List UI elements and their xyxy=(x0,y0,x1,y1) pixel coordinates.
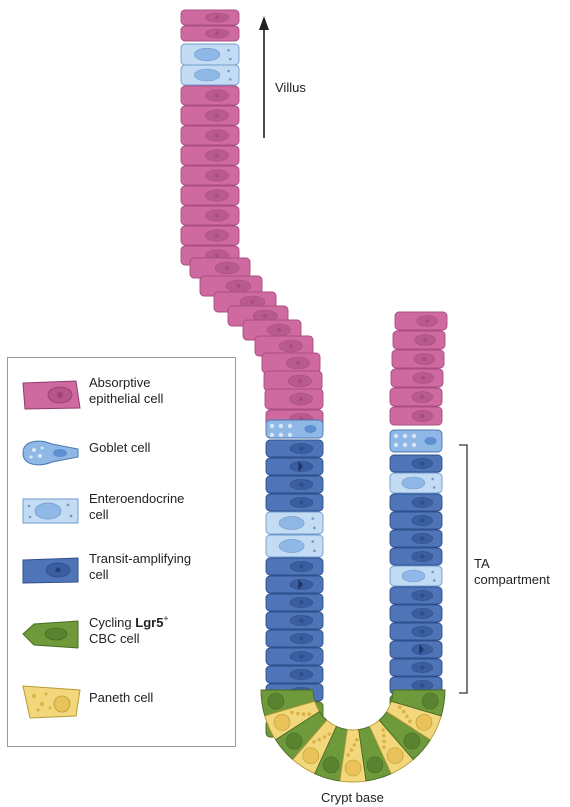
legend-label-goblet: Goblet cell xyxy=(89,440,234,456)
transit-amplifying-cell xyxy=(390,548,442,565)
transit-amplifying-cell xyxy=(266,440,323,457)
legend-item-absorptive: Absorptive epithelial cell xyxy=(8,372,235,424)
transit-amplifying-cell-icon xyxy=(20,554,82,588)
absorptive-cell xyxy=(264,371,322,391)
crypt-base-label: Crypt base xyxy=(321,790,384,806)
enteroendocrine-cell xyxy=(181,65,239,85)
absorptive-cell xyxy=(181,166,239,185)
absorptive-cell xyxy=(181,126,239,145)
absorptive-cell xyxy=(181,206,239,225)
transit-amplifying-cell xyxy=(390,530,442,547)
transit-amplifying-cell xyxy=(390,659,442,676)
legend-item-enteroendocrine: Enteroendocrine cell xyxy=(8,488,235,540)
enteroendocrine-cell xyxy=(266,512,323,534)
transit-amplifying-cell xyxy=(266,494,323,511)
absorptive-cell xyxy=(262,353,320,373)
enteroendocrine-cell xyxy=(390,473,442,493)
absorptive-cell xyxy=(391,369,443,387)
transit-amplifying-cell xyxy=(390,605,442,622)
goblet-cell xyxy=(390,430,442,452)
legend-label-cbc-2: CBC cell xyxy=(89,631,234,647)
ta-label-line1: TA xyxy=(474,556,490,572)
legend-item-goblet: Goblet cell xyxy=(8,430,235,482)
legend-label-paneth: Paneth cell xyxy=(89,690,234,706)
absorptive-cell xyxy=(390,407,442,425)
transit-amplifying-cell xyxy=(390,587,442,604)
ta-bracket xyxy=(459,445,467,693)
absorptive-cell xyxy=(181,86,239,105)
absorptive-cell xyxy=(181,26,239,41)
absorptive-cell xyxy=(181,10,239,25)
transit-amplifying-cell xyxy=(266,630,323,647)
legend-label-enteroendocrine-2: cell xyxy=(89,507,234,523)
enteroendocrine-cell xyxy=(266,535,323,557)
villus-label: Villus xyxy=(275,80,306,96)
transit-amplifying-cell xyxy=(266,594,323,611)
legend-label-transit-1: Transit-amplifying xyxy=(89,551,234,567)
legend-item-transit: Transit-amplifying cell xyxy=(8,548,235,600)
legend-label-cbc-1: Cycling Lgr5+ xyxy=(89,615,234,631)
transit-amplifying-cell xyxy=(266,476,323,493)
absorptive-cell xyxy=(393,331,445,349)
ta-label-line2: compartment xyxy=(474,572,550,588)
goblet-cell xyxy=(266,420,323,438)
absorptive-cell xyxy=(392,350,444,368)
transit-amplifying-cell xyxy=(390,512,442,529)
paneth-cell-icon xyxy=(20,682,82,722)
absorptive-cell xyxy=(190,258,250,278)
legend-item-cbc: Cycling Lgr5+ CBC cell xyxy=(8,612,235,664)
absorptive-cell xyxy=(181,146,239,165)
absorptive-cell xyxy=(395,312,447,330)
absorptive-cell xyxy=(181,106,239,125)
transit-amplifying-cell xyxy=(266,666,323,683)
absorptive-cell-icon xyxy=(20,378,82,412)
legend-item-paneth: Paneth cell xyxy=(8,676,235,728)
absorptive-cell xyxy=(265,389,323,409)
enteroendocrine-cell xyxy=(390,566,442,586)
legend-label-absorptive-1: Absorptive xyxy=(89,375,234,391)
enteroendocrine-cell xyxy=(181,44,239,65)
transit-amplifying-cell xyxy=(266,576,323,593)
transit-amplifying-cell xyxy=(266,612,323,629)
goblet-cell-icon xyxy=(20,436,82,470)
transit-amplifying-cell xyxy=(390,641,442,658)
enteroendocrine-cell-icon xyxy=(20,494,82,528)
absorptive-cell xyxy=(181,226,239,245)
absorptive-cell xyxy=(181,186,239,205)
transit-amplifying-cell xyxy=(266,648,323,665)
transit-amplifying-cell xyxy=(266,558,323,575)
villus-arrow xyxy=(259,16,269,138)
transit-amplifying-cell xyxy=(390,494,442,511)
legend-label-enteroendocrine-1: Enteroendocrine xyxy=(89,491,234,507)
cbc-cell-icon xyxy=(20,618,82,652)
legend: Absorptive epithelial cell Goblet cell E… xyxy=(7,357,236,747)
absorptive-cell xyxy=(390,388,442,406)
transit-amplifying-cell xyxy=(390,623,442,640)
legend-label-transit-2: cell xyxy=(89,567,234,583)
legend-label-absorptive-2: epithelial cell xyxy=(89,391,234,407)
transit-amplifying-cell xyxy=(390,455,442,472)
transit-amplifying-cell xyxy=(266,458,323,475)
